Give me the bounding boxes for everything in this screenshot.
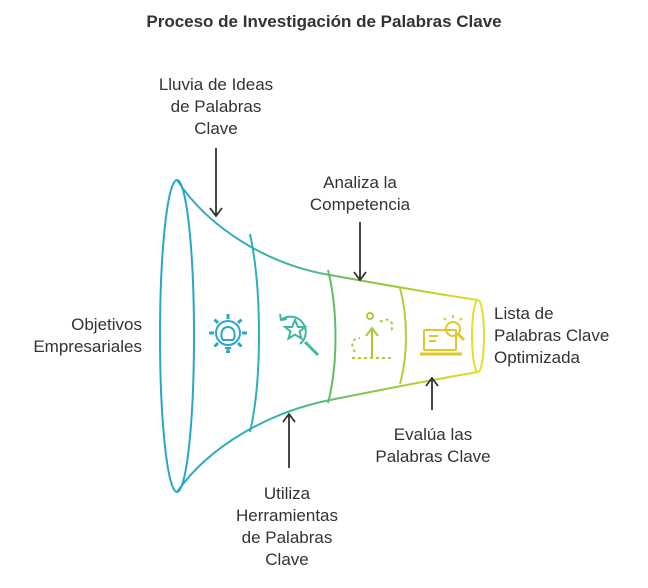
step-label-2: Utiliza Herramientas de Palabras Clave — [235, 484, 339, 569]
diagram-title: Proceso de Investigación de Palabras Cla… — [146, 12, 502, 31]
segment-divider-3 — [399, 287, 407, 385]
growth-arrow-icon — [351, 312, 394, 359]
step-label-3: Analiza la Competencia — [309, 173, 411, 214]
output-label: Lista de Palabras Clave Optimizada — [494, 304, 610, 367]
segment-divider-2 — [327, 269, 337, 404]
input-label: Objetivos Empresariales — [33, 315, 142, 356]
star-search-icon — [279, 313, 320, 357]
funnel-end — [471, 299, 485, 373]
gear-bulb-icon — [209, 314, 247, 353]
funnel-mouth — [159, 179, 195, 493]
step-label-1: Lluvia de Ideas de Palabras Clave — [158, 75, 274, 138]
segment-divider-1 — [249, 233, 260, 433]
laptop-search-icon — [420, 315, 466, 356]
step-label-4: Evalúa las Palabras Clave — [375, 425, 491, 466]
